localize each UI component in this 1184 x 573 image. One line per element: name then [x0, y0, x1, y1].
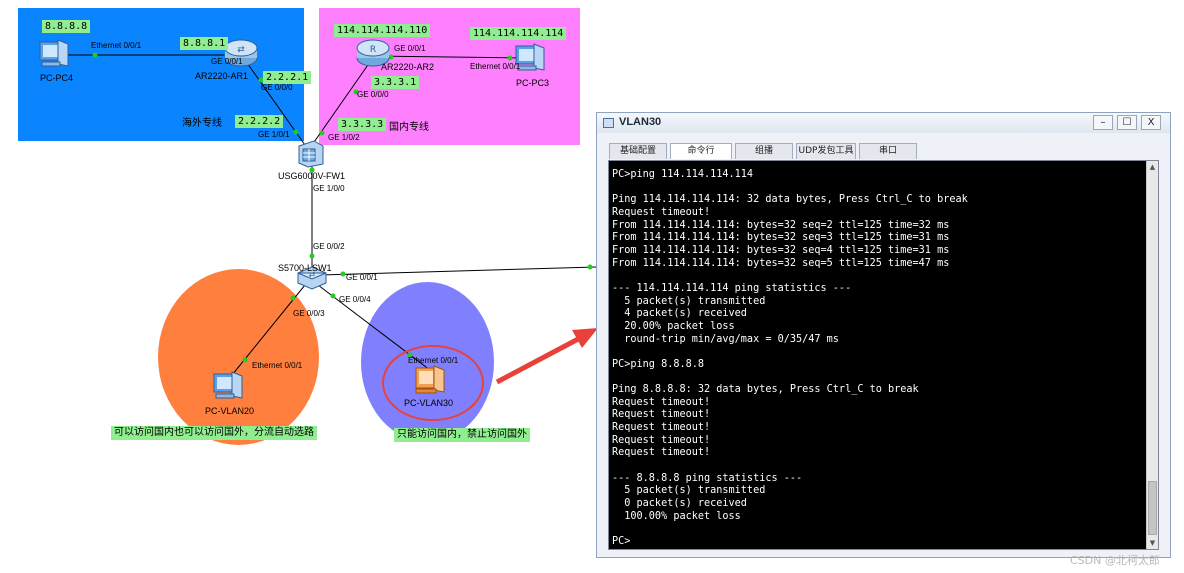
port-label: GE 0/0/1 — [394, 44, 426, 53]
tab-basic-config[interactable]: 基础配置 — [609, 143, 667, 159]
zone-label-overseas: 海外专线 — [182, 118, 222, 129]
device-label-vlan20: PC-VLAN20 — [205, 406, 255, 416]
port-label: GE 0/0/3 — [293, 309, 325, 318]
device-label-vlan30: PC-VLAN30 — [404, 398, 454, 408]
firewall-icon[interactable] — [296, 138, 326, 168]
maximize-button[interactable]: ☐ — [1117, 115, 1137, 130]
window-titlebar[interactable]: VLAN30 – ☐ X — [597, 113, 1170, 133]
note-vlan20: 可以访问国内也可以访问国外，分流自动选路 — [111, 426, 317, 440]
port-label: GE 0/0/4 — [339, 295, 371, 304]
tab-command-line[interactable]: 命令行 — [670, 143, 732, 159]
port-label: GE 1/0/2 — [328, 133, 360, 142]
tab-serial[interactable]: 串口 — [859, 143, 917, 159]
scroll-up-icon[interactable]: ▲ — [1149, 163, 1156, 171]
device-label-ar1: AR2220-AR1 — [195, 71, 249, 81]
ip-label-pc4: 8.8.8.8 — [42, 20, 91, 33]
ip-label-ar1-ge000: 2.2.2.1 — [263, 71, 312, 84]
device-label-ar2: AR2220-AR2 — [381, 62, 435, 72]
tab-udp-tool[interactable]: UDP发包工具 — [796, 143, 856, 159]
device-label-pc3: PC-PC3 — [516, 78, 550, 88]
port-label: GE 1/0/0 — [313, 184, 345, 193]
port-label: GE 1/0/1 — [258, 130, 290, 139]
ip-label-ar2-ge000: 3.3.3.1 — [371, 76, 420, 89]
red-arrow-icon — [495, 328, 598, 385]
router-icon[interactable]: R — [355, 38, 391, 68]
port-label: Ethernet 0/0/1 — [470, 62, 521, 71]
port-label: GE 0/0/1 — [346, 273, 378, 282]
pc-icon[interactable] — [38, 36, 72, 70]
highlight-circle-icon — [382, 345, 484, 421]
link-ar2-pc3 — [374, 55, 526, 59]
router-icon[interactable]: ⇄ — [223, 38, 259, 68]
pc-icon[interactable] — [212, 368, 246, 402]
link-lsw-vlan30win — [319, 266, 597, 276]
vlan30-zone — [361, 282, 494, 442]
port-label: Ethernet 0/0/1 — [91, 41, 142, 50]
note-vlan30: 只能访问国内，禁止访问国外 — [394, 428, 530, 442]
vlan30-console-window: VLAN30 – ☐ X 基础配置 命令行 组播 UDP发包工具 串口 PC>p… — [596, 112, 1171, 558]
pc-icon[interactable] — [412, 362, 448, 396]
device-label-fw1: USG6000V-FW1 — [278, 171, 346, 181]
console-scrollbar[interactable]: ▲ ▼ — [1146, 161, 1158, 549]
ip-label-fw-ge101: 2.2.2.2 — [235, 115, 284, 128]
svg-text:⇄: ⇄ — [309, 270, 316, 279]
ip-label-pc3: 114.114.114.114 — [470, 27, 567, 40]
ip-label-fw-ge102: 3.3.3.3 — [338, 118, 387, 131]
app-logo-icon — [603, 118, 614, 128]
device-label-pc4: PC-PC4 — [40, 73, 74, 83]
console-text: PC>ping 114.114.114.114 Ping 114.114.114… — [612, 169, 968, 548]
device-label-lsw1: S5700-LSW1 — [278, 263, 332, 273]
tab-multicast[interactable]: 组播 — [735, 143, 793, 159]
console-output[interactable]: PC>ping 114.114.114.114 Ping 114.114.114… — [608, 160, 1159, 550]
pc-icon[interactable] — [514, 40, 548, 74]
ip-label-ar2-top: 114.114.114.110 — [334, 24, 431, 37]
switch-icon[interactable]: ⇄ — [296, 265, 328, 291]
port-label: GE 0/0/2 — [313, 242, 345, 251]
close-button[interactable]: X — [1141, 115, 1161, 130]
svg-text:⇄: ⇄ — [237, 45, 245, 55]
port-label: GE 0/0/1 — [211, 57, 243, 66]
zone-label-domestic: 国内专线 — [389, 122, 429, 133]
port-label: Ethernet 0/0/1 — [252, 361, 303, 370]
port-label: Ethernet 0/0/1 — [408, 356, 459, 365]
scroll-thumb[interactable] — [1148, 481, 1157, 535]
link-lsw-vlan20 — [227, 284, 306, 381]
port-label: GE 0/0/0 — [357, 90, 389, 99]
svg-text:R: R — [370, 45, 376, 55]
port-label: GE 0/0/0 — [261, 83, 293, 92]
ip-label-ar1-ge001: 8.8.8.1 — [180, 37, 229, 50]
watermark: CSDN @北柯太郎 — [1070, 554, 1160, 567]
minimize-button[interactable]: – — [1093, 115, 1113, 130]
window-title: VLAN30 — [619, 116, 662, 128]
scroll-down-icon[interactable]: ▼ — [1149, 539, 1156, 547]
